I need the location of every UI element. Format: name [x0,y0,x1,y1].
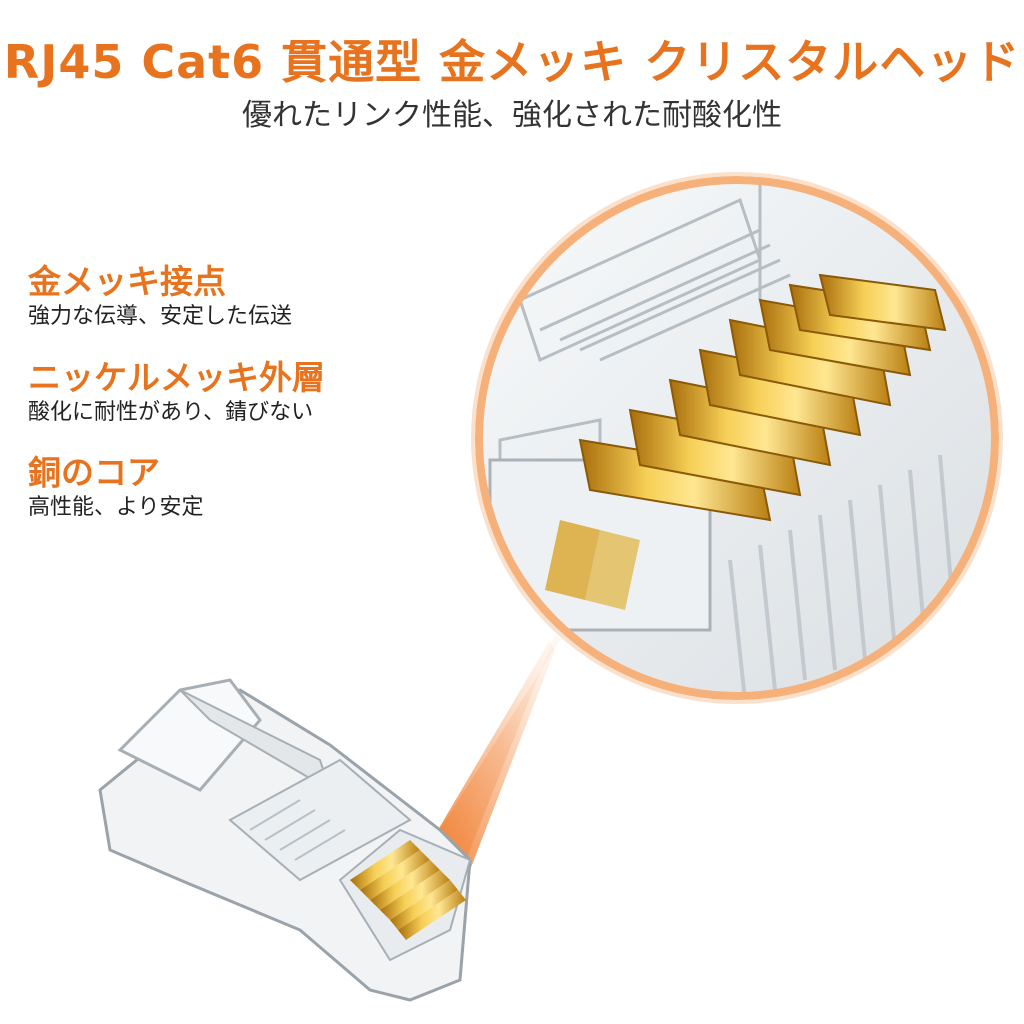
page-subtitle: 優れたリンク性能、強化された耐酸化性 [242,98,782,133]
feature-description: 強力な伝導、安定した伝送 [28,304,293,329]
feature-heading: 金メッキ接点 [28,262,226,301]
feature-gold-contacts: 金メッキ接点 強力な伝導、安定した伝送 [28,262,292,332]
feature-heading: 銅のコア [28,453,160,492]
rj45-connector-small [98,678,472,1002]
feature-copper-core: 銅のコア 高性能、より安定 [28,453,204,523]
feature-description: 高性能、より安定 [28,495,204,520]
feature-description: 酸化に耐性があり、錆びない [28,400,314,425]
feature-nickel-layer: ニッケルメッキ外層 酸化に耐性があり、錆びない [28,358,325,428]
feature-heading: ニッケルメッキ外層 [28,358,325,397]
magnified-contacts-circle [471,172,1003,704]
page-title: RJ45 Cat6 貫通型 金メッキ クリスタルヘッド [3,35,1021,89]
small-gold-contacts [350,840,466,940]
gold-contact-blades [578,273,947,522]
